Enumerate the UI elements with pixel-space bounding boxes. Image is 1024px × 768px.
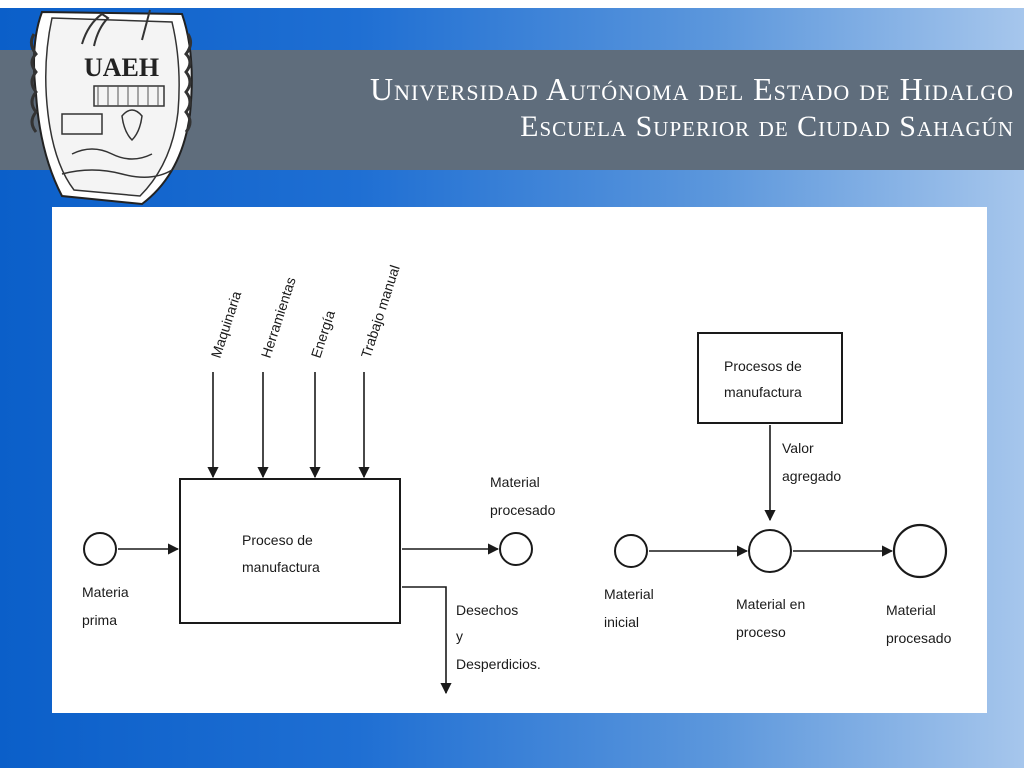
initial-material-label-line2: inicial [604, 614, 639, 630]
final-material-node [892, 523, 948, 579]
raw-material-node [83, 532, 117, 566]
waste-label-line2: y [456, 628, 463, 644]
value-added-label-line2: agregado [782, 468, 841, 484]
wip-material-label-line2: proceso [736, 624, 786, 640]
wip-material-label-line1: Material en [736, 596, 805, 612]
right-process-label-line2: manufactura [724, 384, 802, 400]
initial-material-label-line1: Material [604, 586, 654, 602]
university-name: Universidad Autónoma del Estado de Hidal… [370, 71, 1014, 107]
input-maquinaria: Maquinaria [208, 289, 245, 360]
process-box [179, 478, 401, 624]
raw-material-label-line2: prima [82, 612, 117, 628]
wip-material-node [748, 529, 792, 573]
input-trabajo-manual: Trabajo manual [358, 263, 403, 360]
final-material-label-line1: Material [886, 602, 936, 618]
diagram-panel: Maquinaria Herramientas Energía Trabajo … [52, 207, 987, 713]
input-herramientas: Herramientas [258, 275, 299, 360]
right-process-label-line1: Procesos de [724, 358, 802, 374]
processed-material-node [499, 532, 533, 566]
school-name: Escuela Superior de Ciudad Sahagún [520, 110, 1014, 143]
initial-material-node [614, 534, 648, 568]
input-energia: Energía [308, 308, 338, 360]
university-seal-icon: UAEH [29, 9, 193, 206]
raw-material-label-line1: Materia [82, 584, 129, 600]
arrow-waste [402, 586, 452, 695]
waste-label-line1: Desechos [456, 602, 518, 618]
waste-label-line3: Desperdicios. [456, 656, 541, 672]
processed-material-label-line2: procesado [490, 502, 556, 518]
manufacturing-diagram: Maquinaria Herramientas Energía Trabajo … [82, 263, 952, 695]
seal-lettering: UAEH [84, 53, 159, 82]
value-added-label-line1: Valor [782, 440, 814, 456]
final-material-label-line2: procesado [886, 630, 952, 646]
right-process-box [697, 332, 843, 424]
process-label-line2: manufactura [242, 559, 320, 575]
header-title: Universidad Autónoma del Estado de Hidal… [370, 70, 1014, 146]
top-strip [0, 0, 1024, 8]
input-labels: Maquinaria Herramientas Energía Trabajo … [208, 263, 403, 360]
process-label-line1: Proceso de [242, 532, 313, 548]
processed-material-label-line1: Material [490, 474, 540, 490]
